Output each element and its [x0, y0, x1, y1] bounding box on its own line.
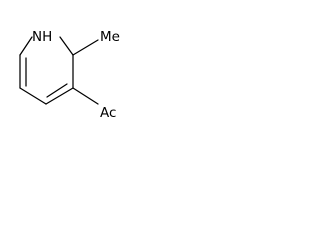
bond-c4-c5	[19, 87, 47, 105]
bond-n1-c2	[59, 36, 74, 56]
bond-c2-methyl	[72, 39, 99, 56]
atom-label-nh: NH	[32, 29, 52, 45]
chemical-structure-diagram: NH Me Ac	[19, 29, 120, 121]
atom-label-acetyl: Ac	[100, 105, 116, 121]
bond-c3-c4-double-inner	[46, 83, 68, 98]
bond-c3-c4-double-outer	[45, 87, 74, 105]
atom-label-methyl: Me	[100, 29, 120, 45]
bond-c3-acetyl	[72, 87, 99, 105]
bond-c6-n1	[19, 36, 33, 56]
